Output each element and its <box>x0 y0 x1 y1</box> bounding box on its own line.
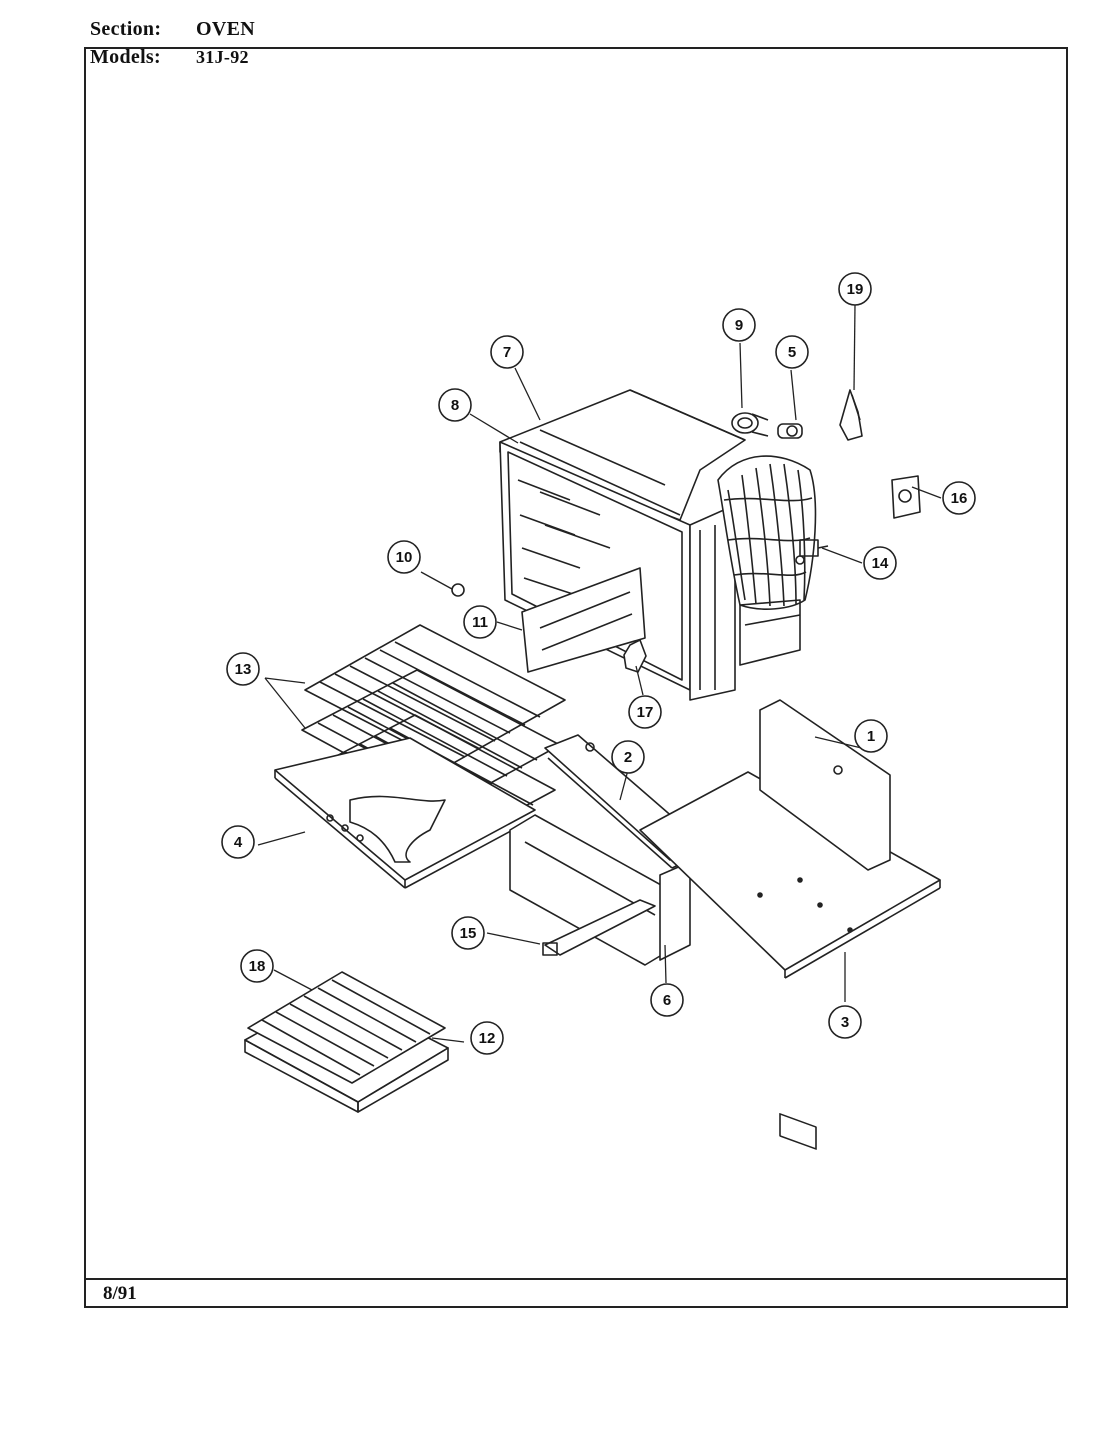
revision-date: 8/91 <box>103 1283 137 1304</box>
svg-text:6: 6 <box>663 992 671 1009</box>
callout-13: 13 <box>226 652 260 686</box>
callout-12: 12 <box>470 1021 504 1055</box>
terminal-block <box>795 539 829 565</box>
leader-lines <box>257 304 942 1043</box>
models-value: 31J-92 <box>196 47 249 67</box>
svg-text:11: 11 <box>472 614 488 631</box>
callout-19: 19 <box>838 272 872 306</box>
callout-3: 3 <box>828 1005 862 1039</box>
models-label: Models: <box>90 46 161 68</box>
bottom-bake-panel <box>274 737 536 889</box>
svg-text:14: 14 <box>872 555 889 572</box>
callout-8: 8 <box>438 388 472 422</box>
insulation-blanket <box>717 455 817 666</box>
svg-text:1: 1 <box>867 728 875 745</box>
wire-harness <box>839 389 863 441</box>
light-socket <box>731 412 769 437</box>
svg-text:7: 7 <box>503 344 511 361</box>
svg-text:3: 3 <box>841 1014 849 1031</box>
callout-5: 5 <box>775 335 809 369</box>
svg-text:15: 15 <box>460 925 477 942</box>
callout-7: 7 <box>490 335 524 369</box>
section-label: Section: <box>90 18 162 40</box>
callout-1: 1 <box>854 719 888 753</box>
svg-text:8: 8 <box>451 397 459 414</box>
svg-text:13: 13 <box>235 661 252 678</box>
callout-4: 4 <box>221 825 255 859</box>
bracket <box>891 475 921 519</box>
callout-2: 2 <box>611 740 645 774</box>
callout-18: 18 <box>240 949 274 983</box>
svg-text:18: 18 <box>249 958 266 975</box>
section-value: OVEN <box>196 18 255 40</box>
callout-15: 15 <box>451 916 485 950</box>
broiler-grid <box>247 971 446 1084</box>
slide-rail <box>542 899 656 956</box>
callout-17: 17 <box>628 695 662 729</box>
callout-markers: 1 2 3 4 5 6 7 8 <box>221 272 976 1055</box>
base-panel <box>639 771 941 979</box>
svg-text:12: 12 <box>479 1030 496 1047</box>
svg-text:2: 2 <box>624 749 632 766</box>
callout-11: 11 <box>463 605 497 639</box>
callout-6: 6 <box>650 983 684 1017</box>
svg-text:10: 10 <box>396 549 413 566</box>
callout-9: 9 <box>722 308 756 342</box>
svg-text:5: 5 <box>788 344 796 361</box>
callout-14: 14 <box>863 546 897 580</box>
footer-divider <box>84 1278 1068 1280</box>
light-bulb <box>451 583 465 597</box>
callout-16: 16 <box>942 481 976 515</box>
svg-text:4: 4 <box>234 834 243 851</box>
svg-text:9: 9 <box>735 317 743 334</box>
svg-text:19: 19 <box>847 281 864 298</box>
oven-sensor <box>777 423 803 439</box>
svg-text:17: 17 <box>637 704 654 721</box>
callout-10: 10 <box>387 540 421 574</box>
diagram-frame <box>84 47 1068 1308</box>
svg-text:16: 16 <box>951 490 968 507</box>
back-panel <box>759 699 891 1150</box>
